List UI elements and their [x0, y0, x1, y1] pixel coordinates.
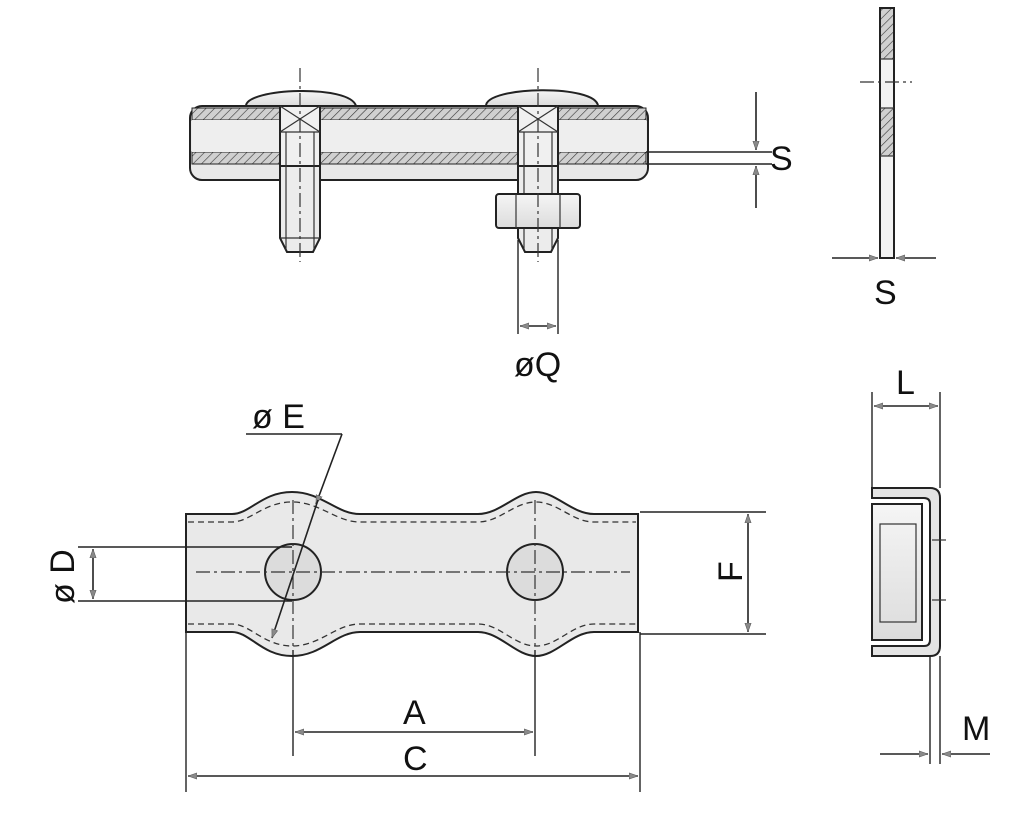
washer-hatch-top — [881, 9, 893, 59]
dim-label-l: L — [896, 364, 915, 402]
dim-label-f: F — [712, 561, 750, 582]
dim-label-a: A — [403, 694, 426, 732]
plate-outline — [185, 490, 639, 658]
dim-label-e: ø E — [252, 398, 305, 436]
washer-hatch-mid — [881, 108, 893, 156]
u-profile-outer — [871, 487, 941, 657]
dim-label-c: C — [403, 740, 428, 778]
dim-label-s-side: S — [874, 274, 897, 312]
side-view-thin: S — [832, 7, 936, 312]
dim-label-m: M — [962, 710, 990, 748]
lower-wall-hatch — [191, 151, 647, 165]
dim-label-d: ø D — [44, 549, 82, 604]
section-view: S øQ — [189, 68, 793, 384]
inner-hidden-outline — [188, 501, 636, 647]
plate-cavity — [192, 120, 646, 152]
u-profile-core — [879, 523, 917, 623]
bolt-head-left — [244, 89, 358, 107]
dim-label-s-top: S — [770, 140, 793, 178]
plan-view: ø E ø D F A C — [44, 398, 766, 792]
bolt-head-right — [484, 89, 600, 107]
upper-wall-hatch — [191, 107, 647, 121]
dim-label-q: øQ — [514, 346, 561, 384]
end-view: L M — [871, 364, 990, 764]
